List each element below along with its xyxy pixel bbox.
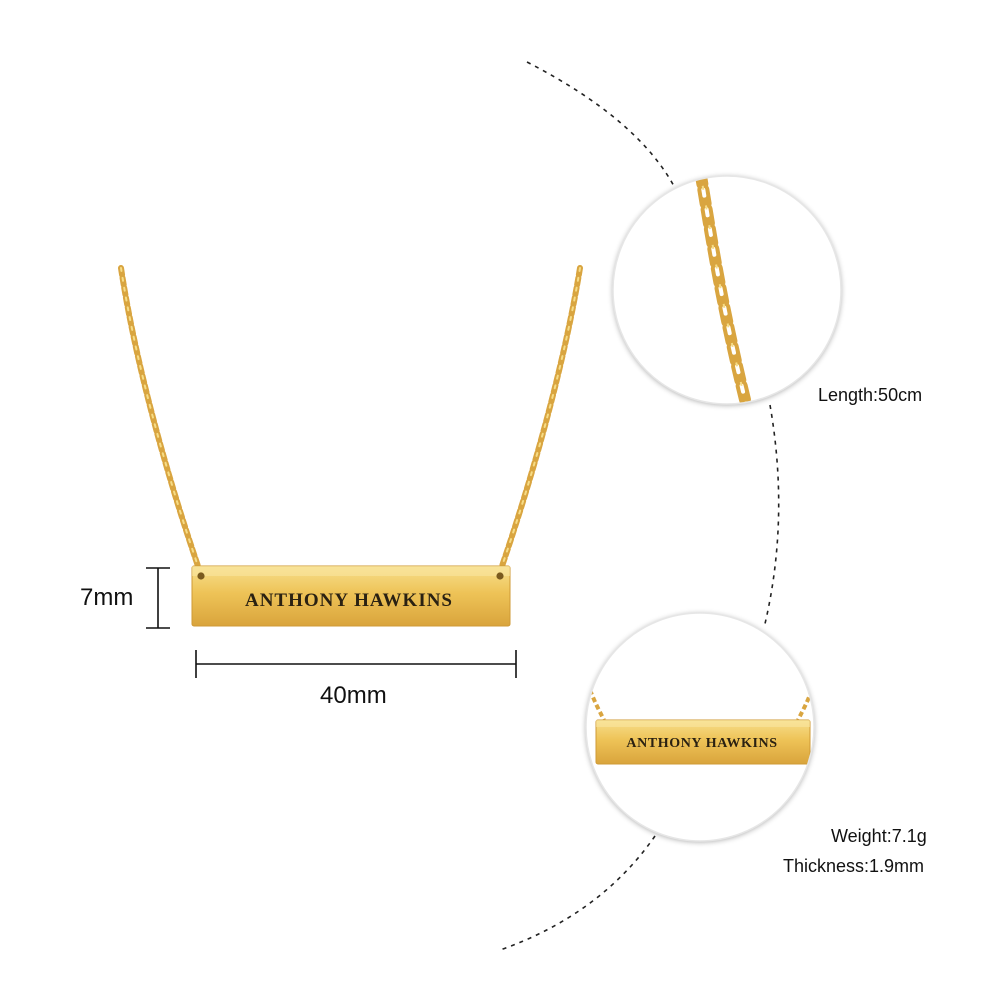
necklace-chain-right xyxy=(497,265,583,575)
jump-ring-hole-left xyxy=(197,572,205,580)
closeup-engraving-text: ANTHONY HAWKINS xyxy=(626,736,777,751)
length-spec: Length:50cm xyxy=(818,385,923,405)
width-dimension-marker xyxy=(195,650,517,678)
dashed-arc-upper xyxy=(526,61,677,191)
bar-pendant: ANTHONY HAWKINS xyxy=(191,565,511,627)
dashed-arc-lower xyxy=(499,835,656,951)
weight-spec: Weight:7.1g xyxy=(831,826,927,846)
thickness-spec: Thickness:1.9mm xyxy=(783,856,925,876)
jump-ring-hole-right xyxy=(496,572,504,580)
necklace-chain-left xyxy=(118,265,203,575)
height-label: 7mm xyxy=(80,584,134,611)
height-dimension-marker xyxy=(146,567,170,629)
width-label: 40mm xyxy=(320,682,387,709)
chain-closeup xyxy=(694,176,756,404)
dashed-arc-middle xyxy=(763,404,780,629)
zoom-circle-chain xyxy=(613,176,841,404)
engraving-text: ANTHONY HAWKINS xyxy=(245,590,453,611)
